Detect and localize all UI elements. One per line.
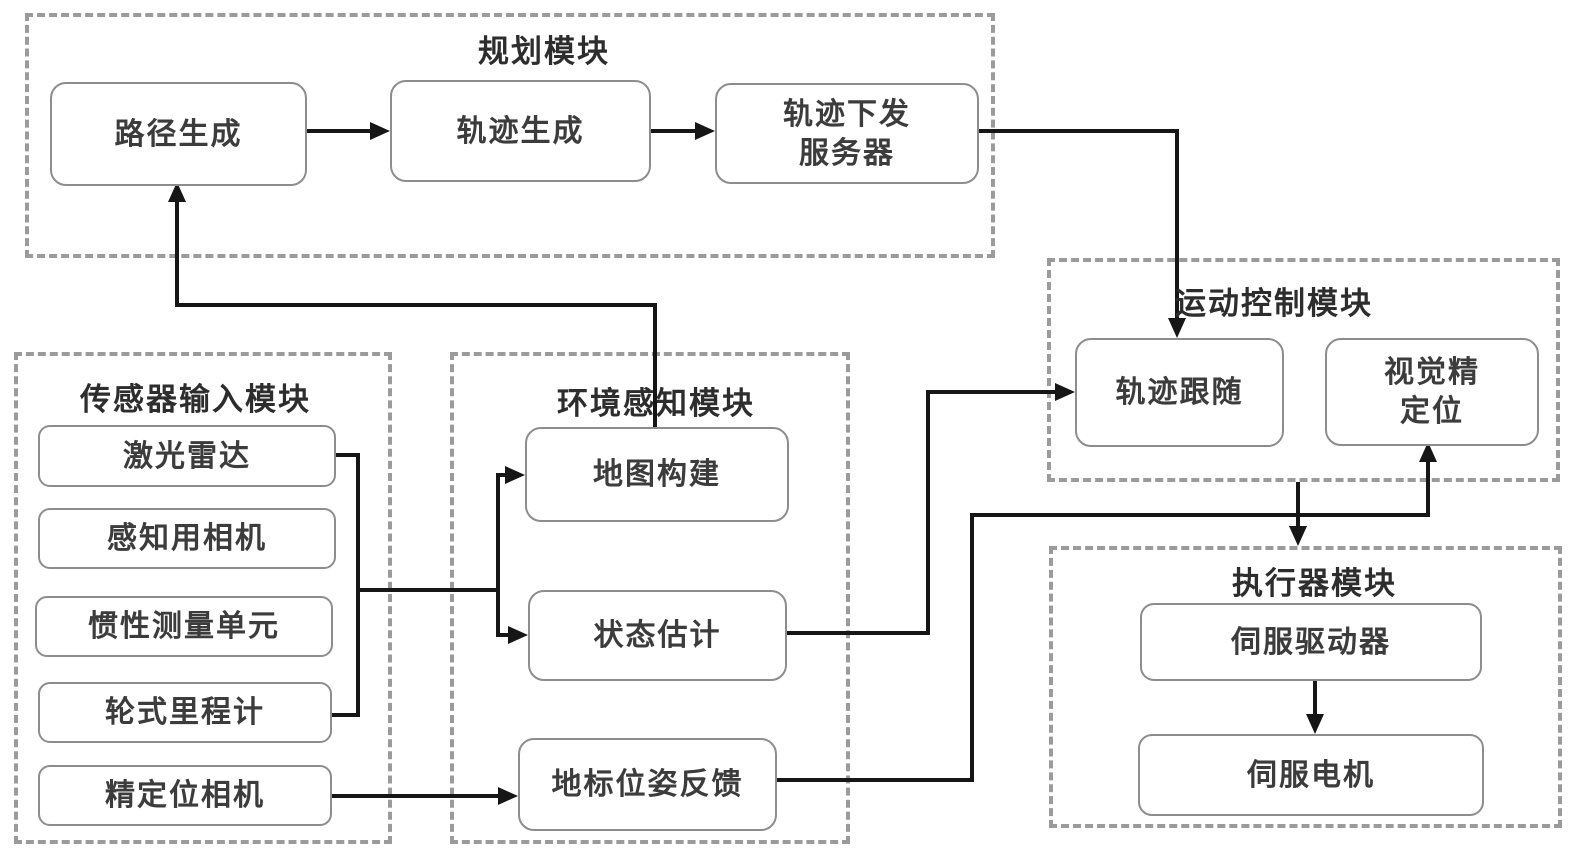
connector-stateest-trajfollow-v: [926, 390, 930, 635]
node-map-building: 地图构建: [525, 427, 789, 522]
module-title-planning: 规划模块: [478, 34, 610, 69]
connector-bus-stateest: [498, 633, 510, 637]
connector-servodrv-servomotor: [1313, 677, 1317, 716]
connector-wheelodo-bus: [328, 713, 360, 717]
node-label: 状态估计: [593, 619, 722, 652]
node-label: 激光雷达: [123, 439, 251, 473]
connector-precisecam-landmark: [328, 794, 500, 798]
connector-stateest-trajfollow-h1: [783, 631, 930, 635]
module-environment-perception: [450, 352, 850, 844]
arrowhead: [498, 787, 518, 805]
node-label: 惯性测量单元: [88, 610, 280, 643]
arrowhead: [1055, 383, 1075, 401]
node-label: 伺服驱动器: [1231, 625, 1391, 659]
connector-bus-out: [356, 588, 500, 592]
node-trajectory-dispatch-server: 轨迹下发服务器: [715, 83, 979, 184]
connector-landmark-visual-v1: [970, 513, 974, 782]
module-title-sensor-input: 传感器输入模块: [80, 382, 311, 417]
arrowhead: [1306, 714, 1324, 734]
node-path-generation: 路径生成: [50, 82, 307, 186]
connector-stateest-trajfollow-h2: [926, 390, 1057, 394]
connector-pathgen-trajgen: [303, 129, 372, 133]
module-actuator: [1049, 546, 1562, 828]
node-trajectory-generation: 轨迹生成: [390, 80, 651, 182]
connector-landmark-visual-v2: [1426, 458, 1430, 517]
node-label: 视觉精定位: [1384, 356, 1480, 428]
node-precise-positioning-camera: 精定位相机: [38, 765, 332, 826]
arrowhead: [695, 122, 715, 140]
node-label: 轨迹生成: [456, 114, 585, 148]
connector-trajserver-trajfollow-h: [975, 129, 1179, 133]
connector-mapbuild-pathgen-v1: [653, 303, 657, 427]
connector-sensor-bus-v: [356, 453, 360, 717]
connector-motion-actuator: [1296, 482, 1300, 528]
arrowhead: [505, 466, 525, 484]
module-title-motion-control: 运动控制模块: [1175, 286, 1373, 321]
node-perception-camera: 感知用相机: [38, 508, 336, 569]
node-imu: 惯性测量单元: [35, 596, 333, 657]
arrowhead: [1289, 526, 1307, 546]
node-wheel-odometer: 轮式里程计: [38, 682, 332, 743]
node-trajectory-following: 轨迹跟随: [1075, 338, 1284, 447]
arrowhead: [370, 122, 390, 140]
module-title-actuator: 执行器模块: [1232, 566, 1397, 601]
connector-mapbuild-pathgen-h: [175, 303, 657, 307]
node-label: 轮式里程计: [105, 696, 265, 729]
node-lidar: 激光雷达: [38, 425, 336, 487]
connector-mapbuild-pathgen-v2: [175, 200, 179, 307]
connector-trajgen-trajserver: [647, 129, 697, 133]
module-motion-control: [1047, 258, 1560, 482]
module-sensor-input: [14, 352, 392, 844]
node-label: 精定位相机: [105, 779, 265, 812]
connector-landmark-visual-h2: [970, 513, 1430, 517]
node-state-estimation: 状态估计: [528, 590, 787, 681]
arrowhead: [1168, 318, 1186, 338]
connector-lidar-bus: [330, 453, 360, 457]
arrowhead: [1419, 442, 1437, 462]
connector-trajserver-trajfollow-v: [1175, 129, 1179, 320]
node-label: 轨迹下发服务器: [783, 97, 911, 170]
module-title-environment-perception: 环境感知模块: [557, 386, 755, 421]
arrowhead: [508, 626, 528, 644]
node-visual-precise-positioning: 视觉精定位: [1325, 338, 1539, 446]
connector-bus-mapbuild: [498, 473, 508, 477]
node-label: 感知用相机: [107, 522, 267, 555]
module-planning: [25, 13, 995, 258]
node-label: 地图构建: [593, 458, 721, 491]
connector-bus-bracket: [496, 473, 500, 637]
node-landmark-pose-feedback: 地标位姿反馈: [518, 738, 777, 831]
node-label: 路径生成: [114, 117, 243, 151]
node-servo-driver: 伺服驱动器: [1140, 603, 1482, 681]
arrowhead: [168, 182, 186, 202]
node-servo-motor: 伺服电机: [1138, 734, 1484, 816]
node-label: 伺服电机: [1247, 758, 1375, 792]
node-label: 地标位姿反馈: [551, 768, 744, 801]
connector-landmark-visual-h1: [773, 778, 974, 782]
node-label: 轨迹跟随: [1115, 376, 1244, 409]
